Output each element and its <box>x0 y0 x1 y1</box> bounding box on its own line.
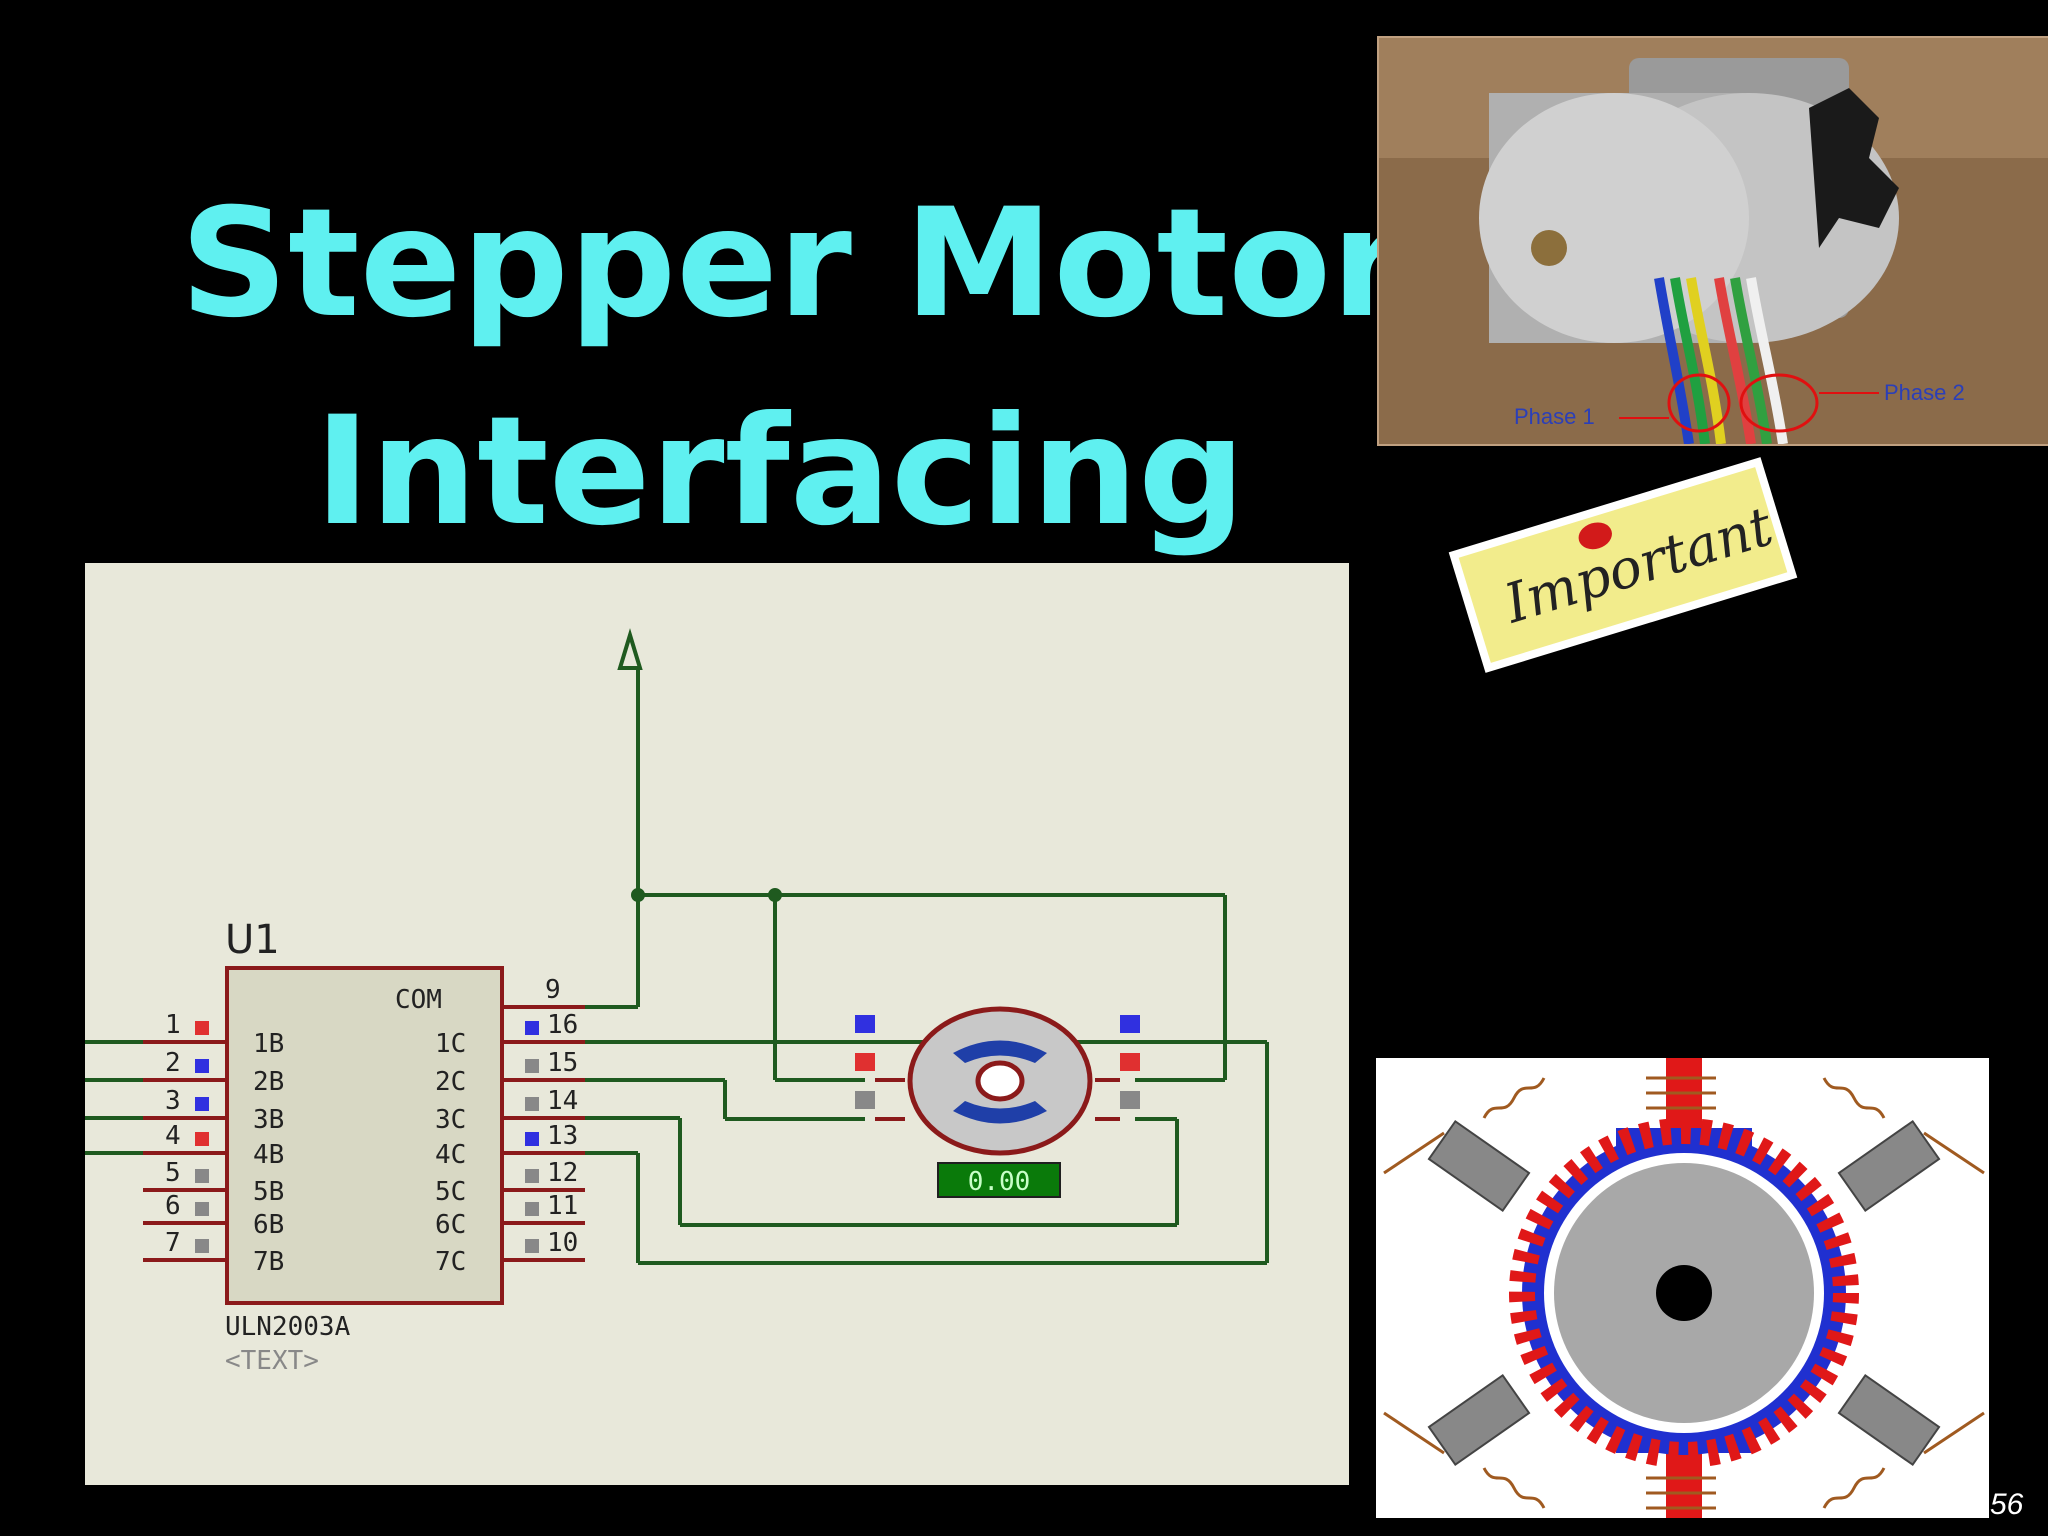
chip-text-placeholder: <TEXT> <box>225 1346 319 1376</box>
right-pin-labels: 1C 2C 3C 4C 5C 6C 7C 16 15 14 13 12 11 1… <box>435 1010 578 1277</box>
pin-number: 7 <box>165 1228 181 1258</box>
slide-title: Stepper Motor Interfacing <box>180 160 1406 576</box>
important-note-text: Important <box>1497 494 1780 636</box>
pin-number: 5 <box>165 1158 181 1188</box>
chip-part: ULN2003A <box>225 1312 351 1342</box>
title-line-1: Stepper Motor <box>180 177 1406 351</box>
pin-number: 6 <box>165 1191 181 1221</box>
pin-label: 3C <box>435 1105 466 1135</box>
pin-label: 4B <box>253 1140 284 1170</box>
pin-label: 4C <box>435 1140 466 1170</box>
rotor-illustration <box>1376 1058 1989 1518</box>
pin-label: 7B <box>253 1247 284 1277</box>
pin-label: 2B <box>253 1067 284 1097</box>
pin-stubs <box>143 1005 585 1262</box>
chip-ref: U1 <box>225 917 280 963</box>
pin-label: 2C <box>435 1067 466 1097</box>
left-pin-states <box>195 1021 209 1253</box>
pin-number: 15 <box>547 1048 578 1078</box>
pin-label: 6B <box>253 1210 284 1240</box>
page-number: 56 <box>1990 1488 2024 1521</box>
pin-number: 16 <box>547 1010 578 1040</box>
left-pin-labels: 1 2 3 4 5 6 7 1B 2B 3B 4B 5B 6B 7B <box>165 1010 284 1277</box>
right-pin-states <box>525 1021 539 1253</box>
pin-label: 3B <box>253 1105 284 1135</box>
pin-number: 3 <box>165 1086 181 1116</box>
stepper-motor-symbol: 0.00 <box>855 1006 1140 1198</box>
pin-label: 7C <box>435 1247 466 1277</box>
stepper-motor-illustration: Phase 1 Phase 2 <box>1379 38 2048 444</box>
pin-label: 5C <box>435 1177 466 1207</box>
pin-9-number: 9 <box>545 975 561 1005</box>
pin-number: 2 <box>165 1048 181 1078</box>
phase-1-label: Phase 1 <box>1514 404 1595 429</box>
stepper-motor-photo: Phase 1 Phase 2 <box>1377 36 2048 446</box>
pin-number: 4 <box>165 1121 181 1151</box>
schematic-panel: U1 ULN2003A <TEXT> COM 9 1 2 3 4 5 6 7 1… <box>85 563 1349 1485</box>
pin-number: 12 <box>547 1158 578 1188</box>
junction-dot <box>631 888 645 902</box>
uln2003a-chip <box>225 966 504 1305</box>
pin-label: 1C <box>435 1029 466 1059</box>
important-note: Important <box>1458 467 1788 663</box>
com-label: COM <box>395 985 442 1015</box>
title-line-2: Interfacing <box>314 385 1246 559</box>
pin-number: 1 <box>165 1010 181 1040</box>
wires <box>85 628 1269 1265</box>
rotor-diagram <box>1376 1058 1989 1518</box>
junction-dot <box>768 888 782 902</box>
pin-number: 11 <box>547 1191 578 1221</box>
pin-number: 14 <box>547 1086 578 1116</box>
pin-number: 10 <box>547 1228 578 1258</box>
pin-label: 6C <box>435 1210 466 1240</box>
phase-2-label: Phase 2 <box>1884 380 1965 405</box>
schematic-diagram: U1 ULN2003A <TEXT> COM 9 1 2 3 4 5 6 7 1… <box>85 628 1269 1376</box>
motor-readout: 0.00 <box>968 1167 1031 1197</box>
pin-label: 5B <box>253 1177 284 1207</box>
pin-number: 13 <box>547 1121 578 1151</box>
pin-label: 1B <box>253 1029 284 1059</box>
